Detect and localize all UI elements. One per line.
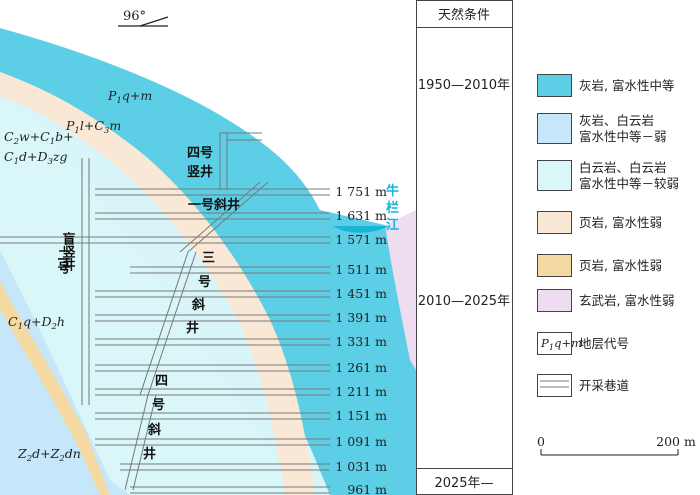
river-label-char2: 栏	[386, 200, 399, 216]
level-label: 1 451 m	[335, 286, 387, 301]
legend-label: 灰岩, 富水性中等	[579, 78, 674, 93]
mining-tunnels	[0, 188, 330, 494]
level-label: 1 511 m	[335, 262, 387, 277]
level-label: 1 391 m	[335, 310, 387, 325]
legend-stratum-code: P1q+m	[540, 336, 582, 353]
river-label: 牛 栏 江	[386, 183, 399, 233]
ground-surface-sky	[0, 0, 416, 225]
level-label: 1 631 m	[335, 208, 387, 223]
level-label: 1 151 m	[335, 408, 387, 423]
scale-start: 0	[537, 434, 545, 449]
stratum-p1qm: P1q+m	[107, 88, 152, 106]
legend-swatch	[537, 332, 572, 355]
shaft-4-inclined-char1: 四	[155, 374, 168, 389]
legend-swatch	[537, 74, 572, 97]
legend-label: 地层代号	[579, 336, 629, 351]
level-label: 1 261 m	[335, 360, 387, 375]
cross-section: 96° P1q+m P1l+C3m C2w+C1b+ C1d+D3zg C1q+…	[0, 0, 416, 495]
legend-label: 开采巷道	[579, 378, 630, 393]
legend-swatch	[537, 374, 572, 397]
scale-end: 200 m	[656, 434, 696, 449]
legend-swatch	[537, 113, 572, 144]
legend-label: 富水性中等－弱	[579, 129, 667, 144]
level-label: 1 091 m	[335, 434, 387, 449]
level-label: 961 m	[347, 482, 387, 495]
shale-band-orange	[0, 280, 110, 495]
legend-item: 页岩, 富水性弱	[537, 211, 662, 234]
shaft-labels: 四号 竖井 一号斜井 二号 盲竖井 三 号 斜 井 四 号 斜 井	[55, 146, 241, 462]
stratum-c2w-c1b: C2w+C1b+	[4, 129, 74, 147]
legend-item: 灰岩, 富水性中等	[537, 74, 674, 97]
level-label: 1 571 m	[335, 232, 387, 247]
legend-label: 页岩, 富水性弱	[579, 258, 662, 273]
orientation-label: 96°	[123, 9, 146, 24]
legend-item: 玄武岩, 富水性弱	[537, 289, 674, 312]
legend-label: 玄武岩, 富水性弱	[579, 293, 674, 308]
orientation-indicator: 96°	[118, 9, 169, 27]
legend-label: 灰岩、白云岩	[579, 113, 654, 128]
strata-labels: P1q+m P1l+C3m C2w+C1b+ C1d+D3zg C1q+D2h …	[4, 88, 152, 464]
time-period-3: 2025年—	[434, 476, 493, 491]
limestone-strip-left	[0, 310, 100, 495]
legend-item: 开采巷道	[537, 374, 630, 397]
time-column: 天然条件 1950—2010年 2010—2025年 2025年—	[416, 0, 513, 495]
river-label-char1: 牛	[386, 183, 399, 199]
level-label: 1 031 m	[335, 459, 387, 474]
river-label-char3: 江	[386, 217, 399, 233]
shaft-4-vertical-line2: 竖井	[187, 164, 213, 180]
stratum-z2d-z2dn: Z2d+Z2dn	[17, 446, 81, 464]
shaft-3-char1: 三	[202, 251, 215, 266]
shaft-3-char4: 井	[186, 320, 199, 336]
legend-label: 页岩, 富水性弱	[579, 215, 662, 230]
level-labels: 1 751 m 1 631 m 1 571 m 1 511 m 1 451 m 1 391…	[335, 184, 387, 495]
level-label: 1 331 m	[335, 334, 387, 349]
stratum-c1d-d3zg: C1d+D3zg	[4, 149, 68, 167]
legend-swatch	[537, 160, 572, 191]
time-period-1: 1950—2010年	[418, 78, 510, 93]
shaft-2-blind-line2: 盲竖井	[60, 231, 76, 272]
shaft-3-char3: 斜	[191, 297, 205, 313]
legend-swatch	[537, 254, 572, 277]
scale-bar: 0 200 m	[537, 434, 696, 456]
shaft-4-vertical-line1: 四号	[187, 146, 213, 161]
legend-item: 页岩, 富水性弱	[537, 254, 662, 277]
time-period-2: 2010—2025年	[418, 294, 510, 309]
shaft-3-char2: 号	[198, 275, 211, 290]
level-label: 1 211 m	[335, 384, 387, 399]
shaft-4-inclined-char2: 号	[152, 398, 165, 413]
legend-label: 白云岩、白云岩	[579, 160, 667, 175]
stratum-c1q-d2h: C1q+D2h	[8, 314, 65, 332]
shaft-4-inclined-char3: 斜	[147, 422, 161, 438]
legend-swatch	[537, 289, 572, 312]
shaft-1-inclined: 一号斜井	[188, 197, 240, 213]
basalt-zone	[385, 210, 416, 370]
time-column-header: 天然条件	[438, 7, 490, 23]
shale-band-peach	[0, 72, 315, 495]
stratum-p1l-c3m: P1l+C3m	[65, 118, 121, 136]
river-water	[333, 226, 390, 233]
level-label: 1 751 m	[335, 184, 387, 199]
shaft-lines	[81, 132, 269, 491]
shaft-2-blind-line1: 二号	[55, 248, 71, 275]
shaft-4-inclined-char4: 井	[143, 446, 156, 462]
legend-swatch	[537, 211, 572, 234]
legend-label: 富水性中等－较弱	[579, 176, 679, 191]
legend: 灰岩, 富水性中等灰岩、白云岩富水性中等－弱白云岩、白云岩富水性中等－较弱页岩,…	[537, 74, 679, 397]
